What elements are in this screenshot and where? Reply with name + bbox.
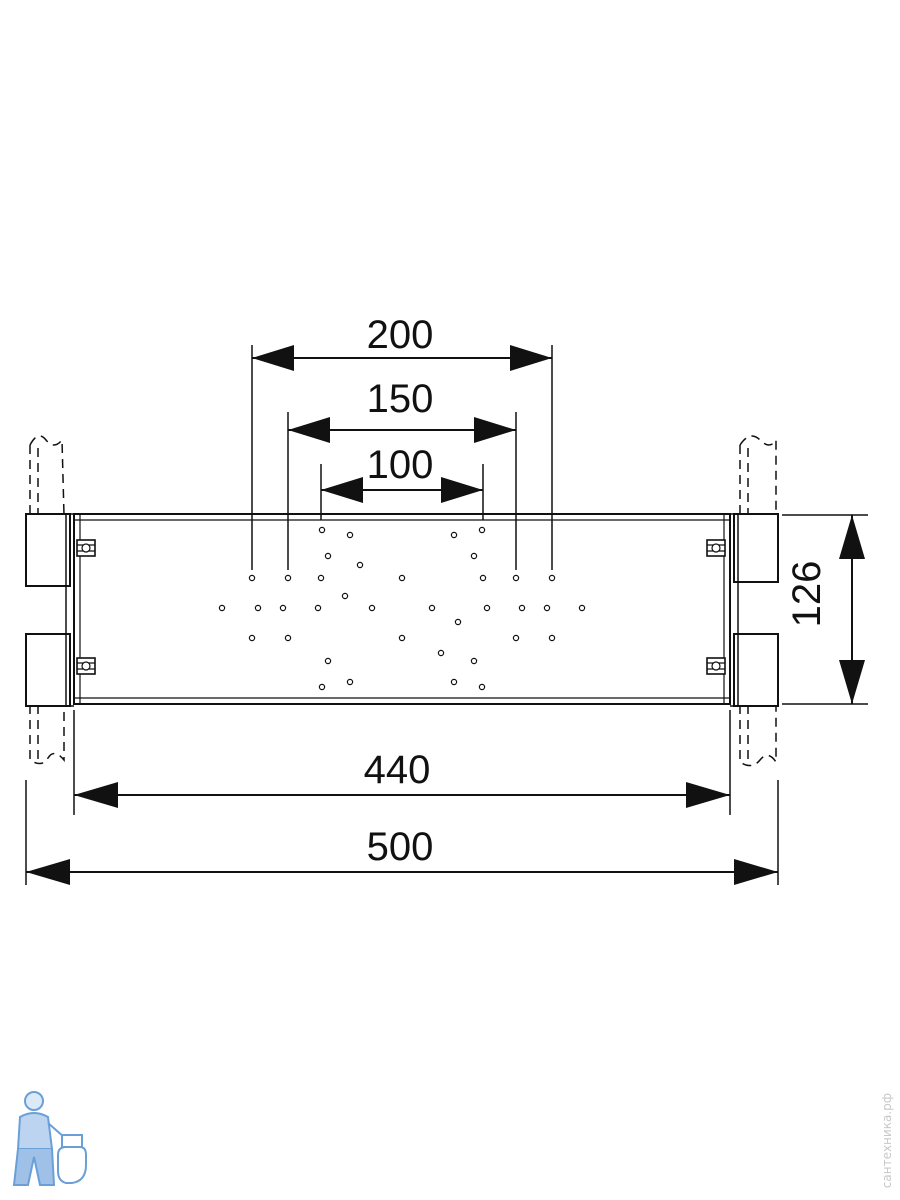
mounting-hole [317, 574, 325, 582]
mounting-hole [398, 634, 406, 642]
mounting-hole [470, 552, 478, 560]
extension-lines [25, 345, 868, 885]
dimension-label-440: 440 [364, 748, 431, 792]
mounting-hole [543, 604, 551, 612]
mounting-hole [428, 604, 436, 612]
mounting-hole [314, 604, 322, 612]
mounting-hole [470, 657, 478, 665]
mounting-hole [346, 531, 354, 539]
mounting-hole [248, 574, 256, 582]
mounting-hole [324, 657, 332, 665]
dimension-label-500: 500 [367, 825, 434, 869]
mounting-hole [478, 526, 486, 534]
left-brackets [25, 513, 74, 707]
mounting-hole [548, 634, 556, 642]
dimension-label-100: 100 [367, 443, 434, 487]
mounting-hole [518, 604, 526, 612]
dimension-label-126: 126 [785, 561, 829, 628]
mounting-hole [254, 604, 262, 612]
dimension-lines [26, 345, 865, 885]
left-wall-outline [29, 435, 65, 765]
mounting-hole [248, 634, 256, 642]
mounting-hole [454, 618, 462, 626]
mounting-hole [218, 604, 226, 612]
mounting-hole [279, 604, 287, 612]
bolts [76, 539, 726, 675]
mounting-hole [548, 574, 556, 582]
dimension-label-150: 150 [367, 377, 434, 421]
mounting-hole [398, 574, 406, 582]
mounting-hole [356, 561, 364, 569]
mounting-hole [341, 592, 349, 600]
mounting-hole [324, 552, 332, 560]
mounting-hole [512, 634, 520, 642]
mounting-hole [450, 678, 458, 686]
mounting-hole [483, 604, 491, 612]
mounting-hole [318, 683, 326, 691]
right-brackets [730, 513, 779, 707]
mounting-hole [284, 634, 292, 642]
mounting-plate [73, 513, 731, 705]
watermark-text: сантехника.рф [880, 1092, 894, 1188]
mounting-hole [578, 604, 586, 612]
mounting-hole [437, 649, 445, 657]
dimension-label-200: 200 [367, 313, 434, 357]
mounting-holes [218, 526, 586, 691]
mounting-hole [478, 683, 486, 691]
right-wall-outline [739, 435, 777, 767]
mounting-hole [346, 678, 354, 686]
mounting-hole [284, 574, 292, 582]
plumber-logo-icon [12, 1091, 87, 1186]
mounting-hole [512, 574, 520, 582]
mounting-hole [450, 531, 458, 539]
mounting-hole [368, 604, 376, 612]
mounting-hole [318, 526, 326, 534]
mounting-hole [479, 574, 487, 582]
